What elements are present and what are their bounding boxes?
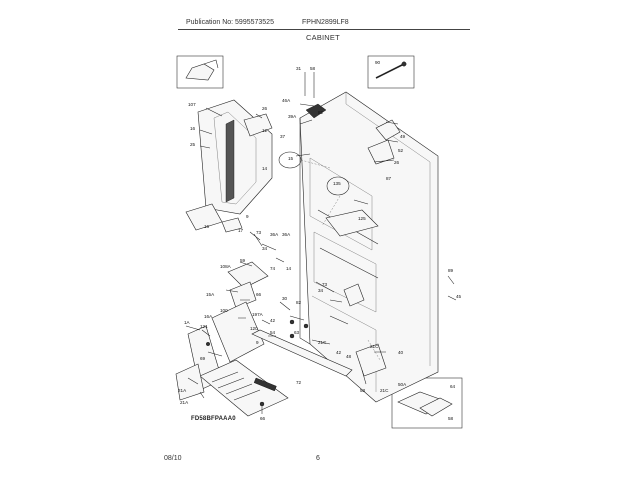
callout-label: 82	[318, 110, 324, 115]
callout-label: 21C	[370, 344, 379, 349]
callout-label: 58	[310, 66, 316, 71]
callout-label: 39A	[288, 114, 297, 119]
callout-label: 42	[270, 318, 276, 323]
callout-label: 36A	[282, 232, 291, 237]
callout-label: 72	[296, 380, 302, 385]
callout-label: 73	[256, 230, 262, 235]
callout-label: 82	[296, 300, 302, 305]
callout-label: 21C	[318, 340, 327, 345]
callout-label: 34	[318, 288, 324, 293]
callout-label: 46A	[282, 98, 291, 103]
callout-label: 15A	[206, 292, 215, 297]
callout-label: 26	[394, 160, 400, 165]
callout-label: 90	[375, 60, 381, 65]
footer-date: 08/10	[164, 455, 182, 462]
figure-code: FD58BFPAAA0	[191, 416, 236, 422]
callout-label: 54	[270, 330, 276, 335]
callout-label: 34	[262, 246, 268, 251]
callout-label: 53	[360, 388, 366, 393]
callout-label: 16A	[204, 314, 213, 319]
toe-grille	[251, 329, 353, 377]
callout-label: 89	[448, 268, 454, 273]
callout-label: 48	[346, 354, 352, 359]
callout-label: 45	[456, 294, 462, 299]
callout-label: 14	[286, 266, 292, 271]
callout-label: 49	[400, 134, 406, 139]
section-title: CABINET	[306, 33, 340, 42]
callout-label: 30	[282, 296, 288, 301]
callout-label: 25	[190, 142, 196, 147]
callout-label: 9	[246, 214, 249, 219]
model-number: FPHN2899LF8	[302, 19, 349, 26]
callout-label: 135	[333, 181, 341, 186]
callout-label: 36A	[270, 232, 279, 237]
callout-label: 12	[262, 128, 268, 133]
callout-label: 120	[250, 326, 258, 331]
callout-label: 16	[204, 224, 210, 229]
callout-labels: 31 58 90 107 26 12 46A 39A 82 16 25 37 4…	[178, 60, 462, 421]
callout-label: 9	[256, 340, 259, 345]
callout-label: 66	[256, 292, 262, 297]
callout-label: 14	[262, 166, 268, 171]
callout-label: 52	[398, 148, 404, 153]
callout-label: 63	[294, 330, 300, 335]
callout-label: 16	[190, 126, 196, 131]
callout-label: 50A	[398, 382, 407, 387]
page-number: 6	[316, 455, 320, 462]
publication-number: Publication No: 5995573525	[186, 19, 274, 26]
callout-label: 21A	[180, 400, 189, 405]
inset-box-hinge	[391, 377, 463, 429]
callout-label: 108A	[220, 264, 232, 269]
callout-label: 107	[188, 102, 196, 107]
callout-label: 37	[280, 134, 286, 139]
callout-label: 125	[358, 216, 366, 221]
callout-label: 73	[322, 282, 328, 287]
callout-label: 40	[398, 350, 404, 355]
callout-label: 74	[270, 266, 276, 271]
header-divider	[178, 29, 470, 30]
callout-label: 21A	[178, 388, 187, 393]
callout-label: 42	[336, 350, 342, 355]
callout-label: 59	[240, 258, 246, 263]
callout-label: 69	[200, 356, 206, 361]
callout-label: 26	[262, 106, 268, 111]
callout-label: 1A	[184, 320, 191, 325]
callout-label: 121	[200, 324, 208, 329]
inset-box-clip	[176, 55, 224, 89]
callout-label: 31	[296, 66, 302, 71]
callout-label: 66	[260, 416, 266, 421]
callout-label: 87	[386, 176, 392, 181]
inset-box-tool	[367, 55, 415, 89]
callout-label: 100	[220, 308, 228, 313]
callout-label: 197A	[252, 312, 264, 317]
callout-label: 17	[238, 228, 244, 233]
callout-label: 15	[288, 156, 294, 161]
callout-label: 21C	[380, 388, 389, 393]
callout-label: 58	[448, 416, 454, 421]
callout-label: 64	[450, 384, 456, 389]
